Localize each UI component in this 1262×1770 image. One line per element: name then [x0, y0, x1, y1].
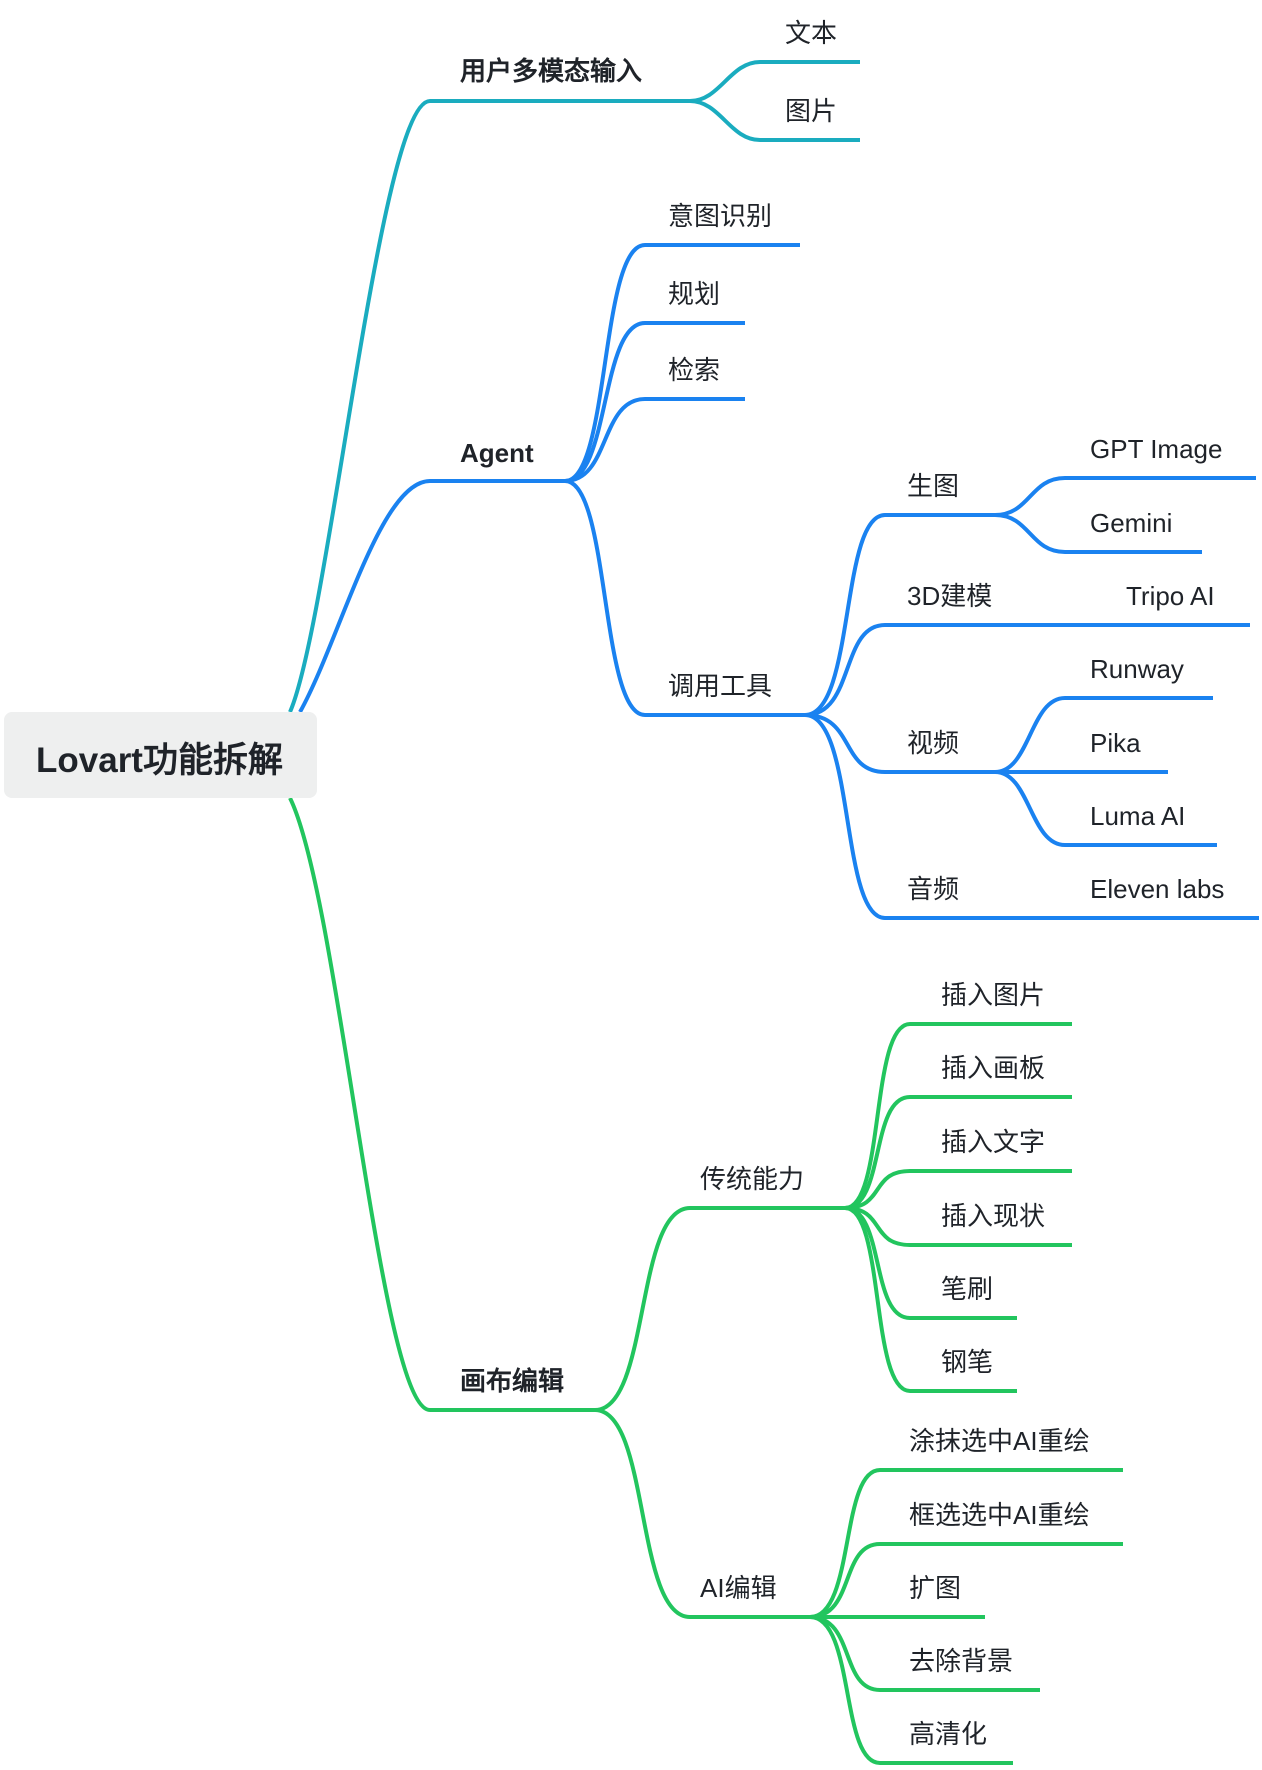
leaf-luma-ai[interactable]: Luma AI — [1090, 801, 1186, 831]
leaf-brush[interactable]: 笔刷 — [941, 1274, 994, 1304]
leaf-insert-image[interactable]: 插入图片 — [941, 980, 1046, 1010]
edge-agent-tools — [564, 479, 810, 717]
node-image-generation[interactable]: 生图 — [907, 471, 960, 501]
root-node-label: Lovart功能拆解 — [36, 741, 283, 780]
edge-trad-insert-board — [844, 1095, 1072, 1210]
edge-agent-intent — [564, 243, 800, 483]
leaf-upscale[interactable]: 高清化 — [909, 1719, 988, 1749]
edge-ai-upscale — [809, 1615, 1013, 1765]
leaf-insert-text[interactable]: 插入文字 — [941, 1127, 1046, 1157]
edge-trad-insert-text — [844, 1169, 1072, 1210]
branch-agent[interactable]: Agent — [460, 438, 534, 468]
leaf-outpaint[interactable]: 扩图 — [909, 1573, 962, 1603]
leaf-box-ai-redraw[interactable]: 框选选中AI重绘 — [909, 1500, 1090, 1530]
edge-video-runway — [994, 696, 1213, 774]
edge-trad-insert-shape — [844, 1206, 1072, 1247]
edge-canvas-traditional — [594, 1206, 850, 1412]
edge-tools-image — [804, 513, 1000, 717]
node-ai-editing[interactable]: AI编辑 — [700, 1573, 777, 1603]
edge-ai-box — [809, 1542, 1123, 1619]
leaf-gemini[interactable]: Gemini — [1090, 508, 1173, 538]
edge-root-input — [288, 99, 700, 713]
node-3d-modeling[interactable]: 3D建模 — [907, 581, 993, 611]
edge-image-gpt — [994, 476, 1256, 517]
leaf-smear-ai-redraw[interactable]: 涂抹选中AI重绘 — [909, 1426, 1090, 1456]
node-audio[interactable]: 音频 — [907, 874, 960, 904]
edge-ai-remove-bg — [809, 1615, 1040, 1692]
leaf-remove-background[interactable]: 去除背景 — [909, 1646, 1014, 1676]
edge-input-image — [689, 99, 860, 142]
leaf-pen[interactable]: 钢笔 — [941, 1347, 994, 1377]
edge-root-agent — [298, 479, 570, 713]
edge-trad-pen — [844, 1206, 1017, 1393]
edge-trad-insert-image — [844, 1022, 1072, 1210]
node-video[interactable]: 视频 — [907, 728, 960, 758]
edge-agent-plan — [564, 321, 745, 483]
node-text[interactable]: 文本 — [785, 18, 838, 48]
node-image[interactable]: 图片 — [785, 96, 838, 126]
leaf-pika[interactable]: Pika — [1090, 728, 1141, 758]
leaf-insert-shape[interactable]: 插入现状 — [941, 1201, 1046, 1231]
node-call-tools[interactable]: 调用工具 — [668, 671, 773, 701]
edge-video-luma — [994, 770, 1217, 847]
branch-multimodal-input[interactable]: 用户多模态输入 — [460, 56, 643, 86]
leaf-tripo-ai[interactable]: Tripo AI — [1126, 581, 1215, 611]
leaf-gpt-image[interactable]: GPT Image — [1090, 434, 1223, 464]
edge-root-canvas — [288, 797, 600, 1412]
edge-tools-3d — [804, 623, 1250, 717]
node-traditional-abilities[interactable]: 传统能力 — [700, 1164, 805, 1194]
leaf-runway[interactable]: Runway — [1090, 654, 1184, 684]
branch-canvas-editing[interactable]: 画布编辑 — [460, 1366, 565, 1396]
node-intent-recognition[interactable]: 意图识别 — [668, 201, 773, 231]
edge-tools-video — [804, 713, 1000, 774]
edge-input-text — [689, 60, 860, 103]
leaf-insert-artboard[interactable]: 插入画板 — [941, 1053, 1046, 1083]
edge-ai-smear — [809, 1468, 1123, 1619]
leaf-eleven-labs[interactable]: Eleven labs — [1090, 874, 1225, 904]
edge-image-gemini — [994, 513, 1202, 554]
edge-canvas-ai — [594, 1408, 815, 1619]
node-retrieval[interactable]: 检索 — [668, 355, 721, 385]
edge-agent-search — [564, 397, 745, 483]
edge-tools-audio — [804, 713, 1259, 920]
node-planning[interactable]: 规划 — [668, 279, 721, 309]
root-node[interactable] — [4, 712, 317, 798]
